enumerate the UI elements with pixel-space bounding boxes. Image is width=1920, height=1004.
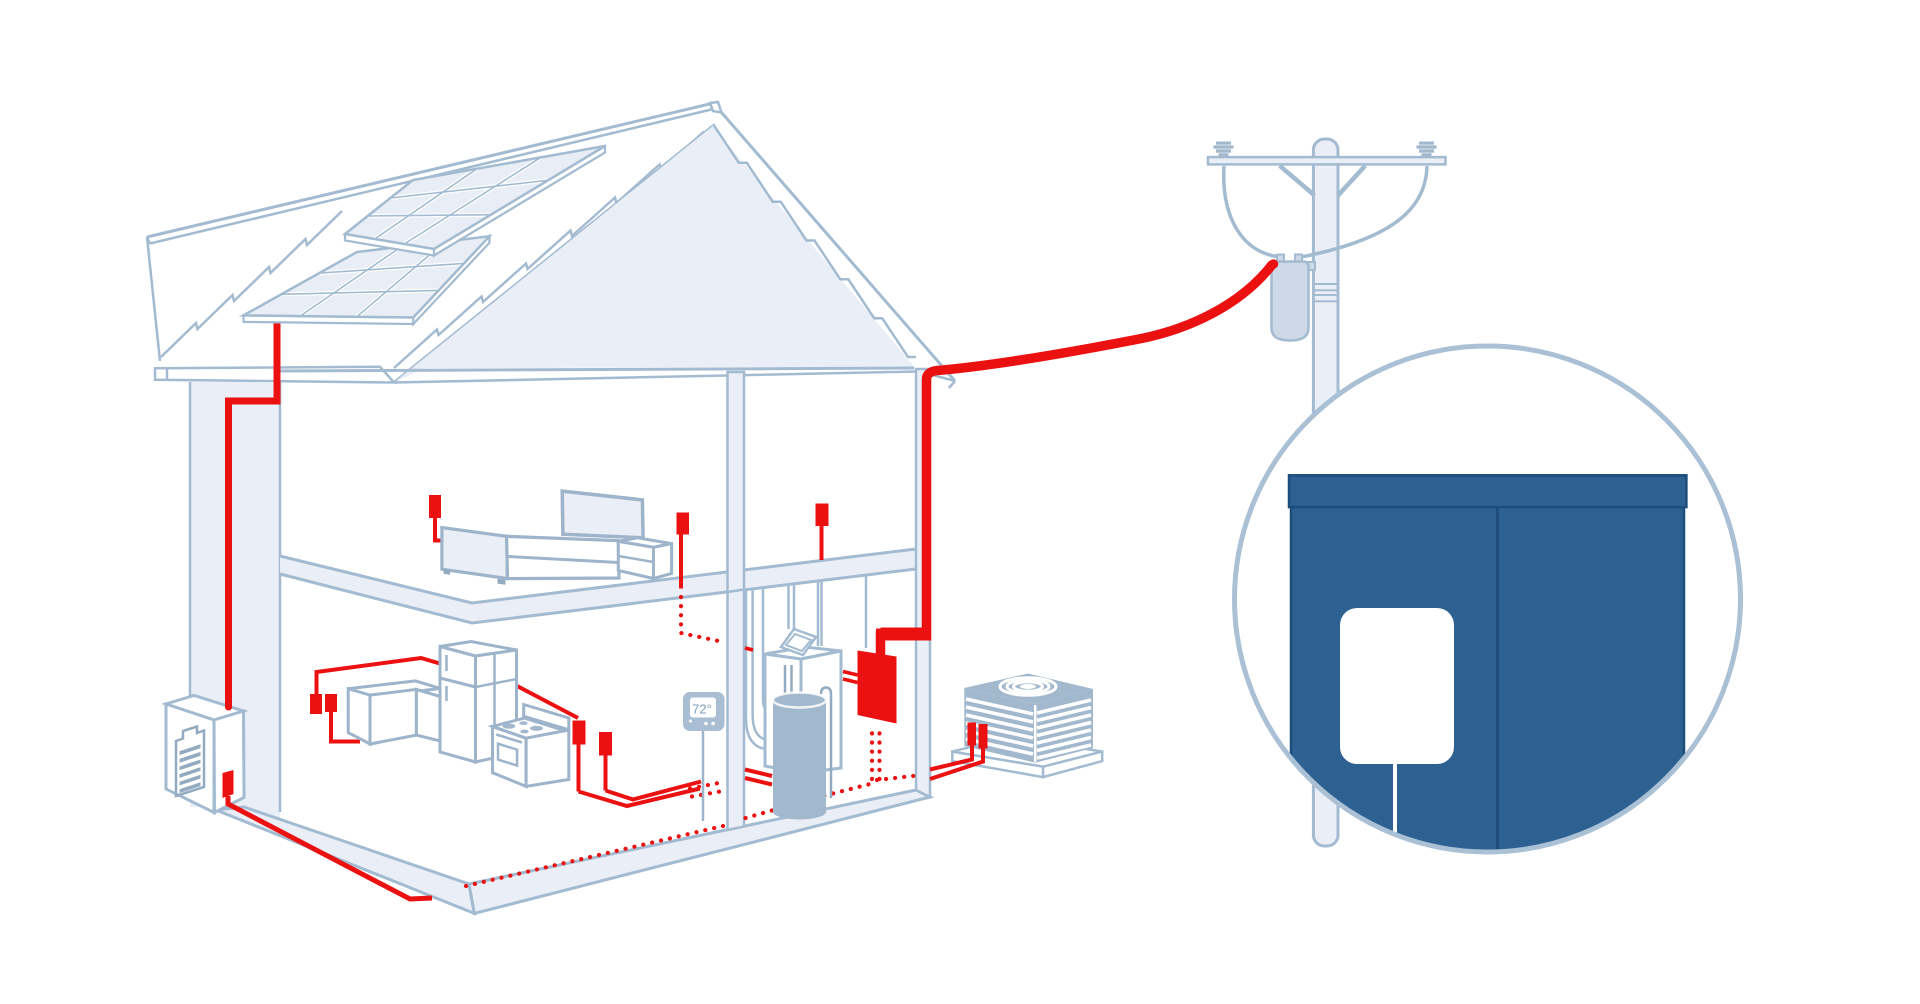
svg-text:72°: 72° (692, 702, 712, 717)
